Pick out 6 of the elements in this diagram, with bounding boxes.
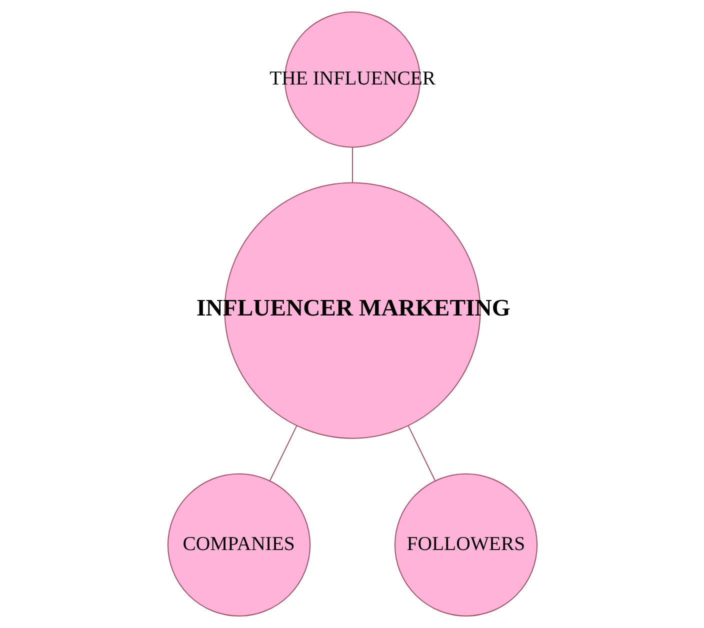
node-label: INFLUENCER MARKETING xyxy=(196,296,510,322)
connector xyxy=(407,425,436,482)
node-circle: FOLLOWERS xyxy=(394,473,538,616)
node-circle: COMPANIES xyxy=(166,473,310,616)
connector xyxy=(268,425,297,482)
node-label: THE INFLUENCER xyxy=(269,68,436,90)
